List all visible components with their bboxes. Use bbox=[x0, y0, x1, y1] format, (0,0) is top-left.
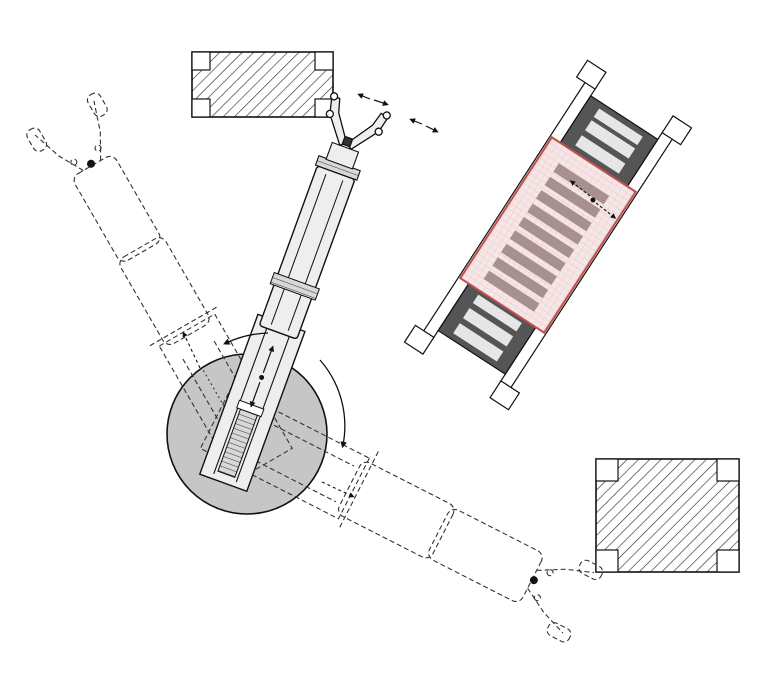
stage-carriage-right bbox=[548, 94, 659, 188]
linear-extend-arrow bbox=[249, 345, 274, 408]
wafer-station-top bbox=[191, 51, 334, 118]
stage-translate-arrow bbox=[569, 180, 617, 219]
gripper-motion-arrows bbox=[357, 93, 439, 133]
ghost-extend-arrow-upper bbox=[182, 331, 201, 369]
arm-upper-link bbox=[259, 165, 355, 340]
robot-arm-ghost-lower-right bbox=[199, 387, 604, 643]
linear-stage bbox=[403, 59, 693, 411]
stage-wafer-tray-highlight bbox=[458, 135, 638, 335]
gripper bbox=[325, 92, 391, 151]
rotation-arrow-left bbox=[223, 332, 269, 345]
robot-arm bbox=[198, 92, 391, 493]
lead-screw bbox=[217, 399, 265, 478]
wafer-station-bottom-right bbox=[595, 458, 740, 573]
rotation-arrow-right bbox=[319, 359, 347, 449]
